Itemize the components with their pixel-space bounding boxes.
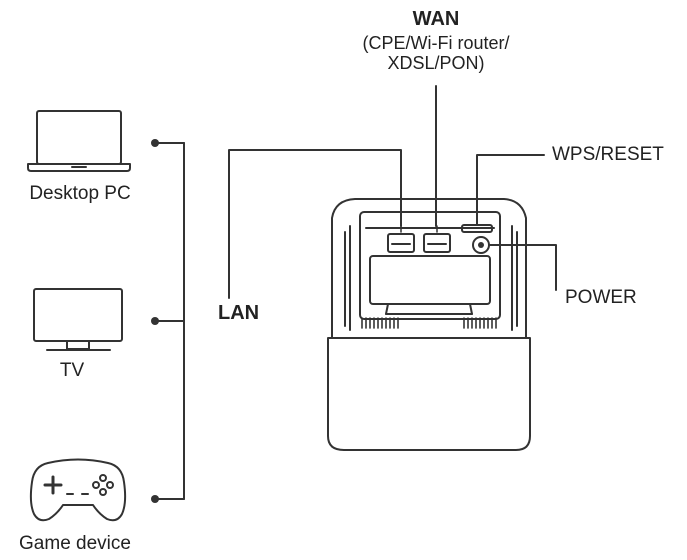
lan-label: LAN	[218, 302, 260, 324]
leader-lines	[228, 85, 557, 299]
router-device	[327, 198, 531, 451]
wan-detail-label: (CPE/Wi-Fi router/ XDSL/PON)	[362, 33, 509, 73]
tv-label: TV	[59, 360, 85, 381]
laptop-icon	[27, 110, 131, 172]
wan-label: WAN	[412, 8, 460, 30]
wps-reset-label: WPS/RESET	[552, 144, 664, 165]
wan-detail-text: (CPE/Wi-Fi router/ XDSL/PON)	[362, 33, 510, 73]
monitor-icon	[33, 288, 123, 351]
power-port	[472, 236, 490, 254]
desktop-pc-label: Desktop PC	[29, 183, 131, 204]
power-label: POWER	[565, 287, 637, 308]
device-connectors	[151, 139, 185, 503]
gamepad-icon	[29, 458, 127, 522]
lan-port	[387, 225, 415, 253]
game-device-label: Game device	[19, 533, 131, 554]
wan-port	[423, 225, 451, 253]
